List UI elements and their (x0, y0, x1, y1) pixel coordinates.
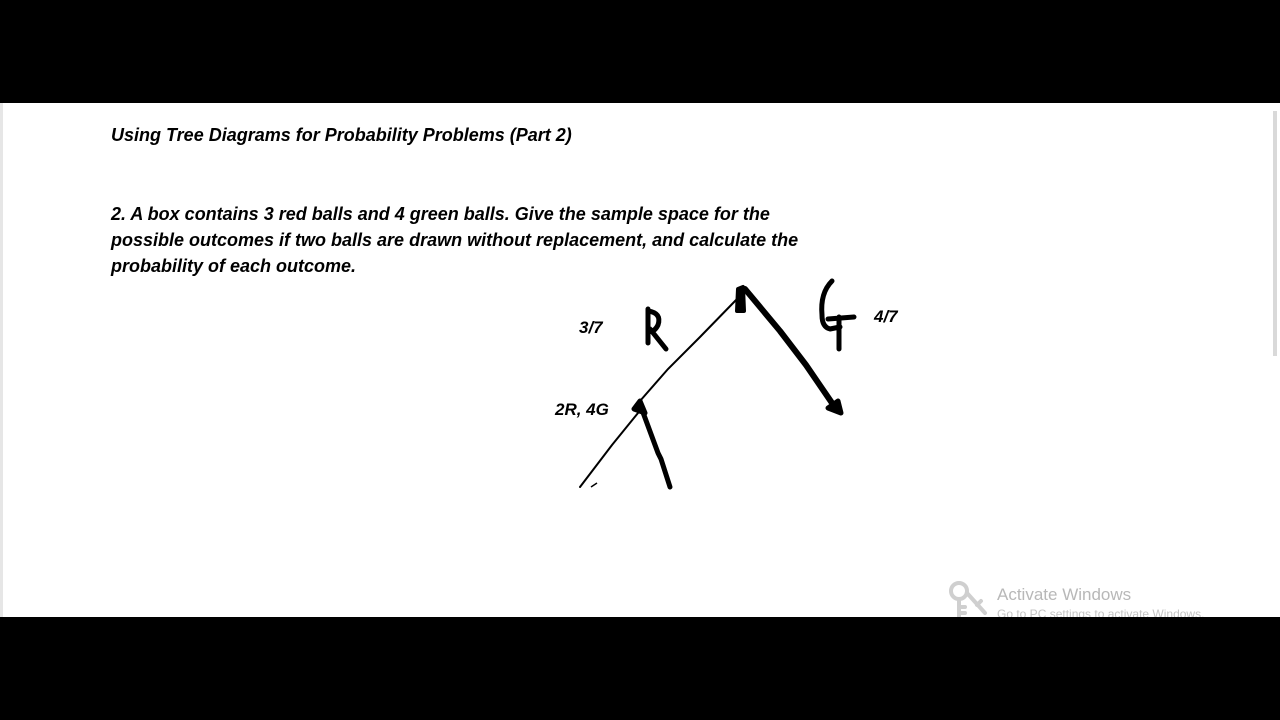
video-letterbox-top (0, 0, 1280, 103)
green-probability-label: 4/7 (874, 307, 898, 326)
document-page: Using Tree Diagrams for Probability Prob… (0, 103, 1280, 617)
remaining-balls-label: 2R, 4G (555, 400, 609, 419)
branch-red-to-red (579, 412, 639, 488)
vertical-scrollbar[interactable] (1273, 111, 1277, 356)
branch-root-to-red (639, 298, 738, 402)
branch-red-to-green (638, 404, 673, 490)
watermark-subtitle: Go to PC settings to activate Windows. (997, 607, 1205, 617)
branch-end-tick (590, 482, 598, 488)
activate-windows-watermark: Activate Windows Go to PC settings to ac… (945, 577, 1265, 617)
tree-diagram-sketch (579, 278, 857, 490)
key-icon (949, 581, 987, 617)
page-left-border (0, 103, 3, 617)
problem-line-3: probability of each outcome. (111, 256, 357, 276)
problem-line-2: possible outcomes if two balls are drawn… (111, 230, 799, 250)
video-letterbox-bottom (0, 617, 1280, 720)
handwritten-r (645, 306, 669, 352)
document-title: Using Tree Diagrams for Probability Prob… (111, 125, 572, 145)
problem-line-1: 2. A box contains 3 red balls and 4 gree… (111, 204, 770, 224)
green-node-mark (825, 398, 844, 416)
watermark-title: Activate Windows (997, 585, 1132, 604)
red-probability-label: 3/7 (579, 318, 603, 337)
handwritten-g (819, 278, 857, 352)
branch-root-to-green (742, 286, 835, 406)
problem-statement: 2. A box contains 3 red balls and 4 gree… (111, 201, 931, 279)
